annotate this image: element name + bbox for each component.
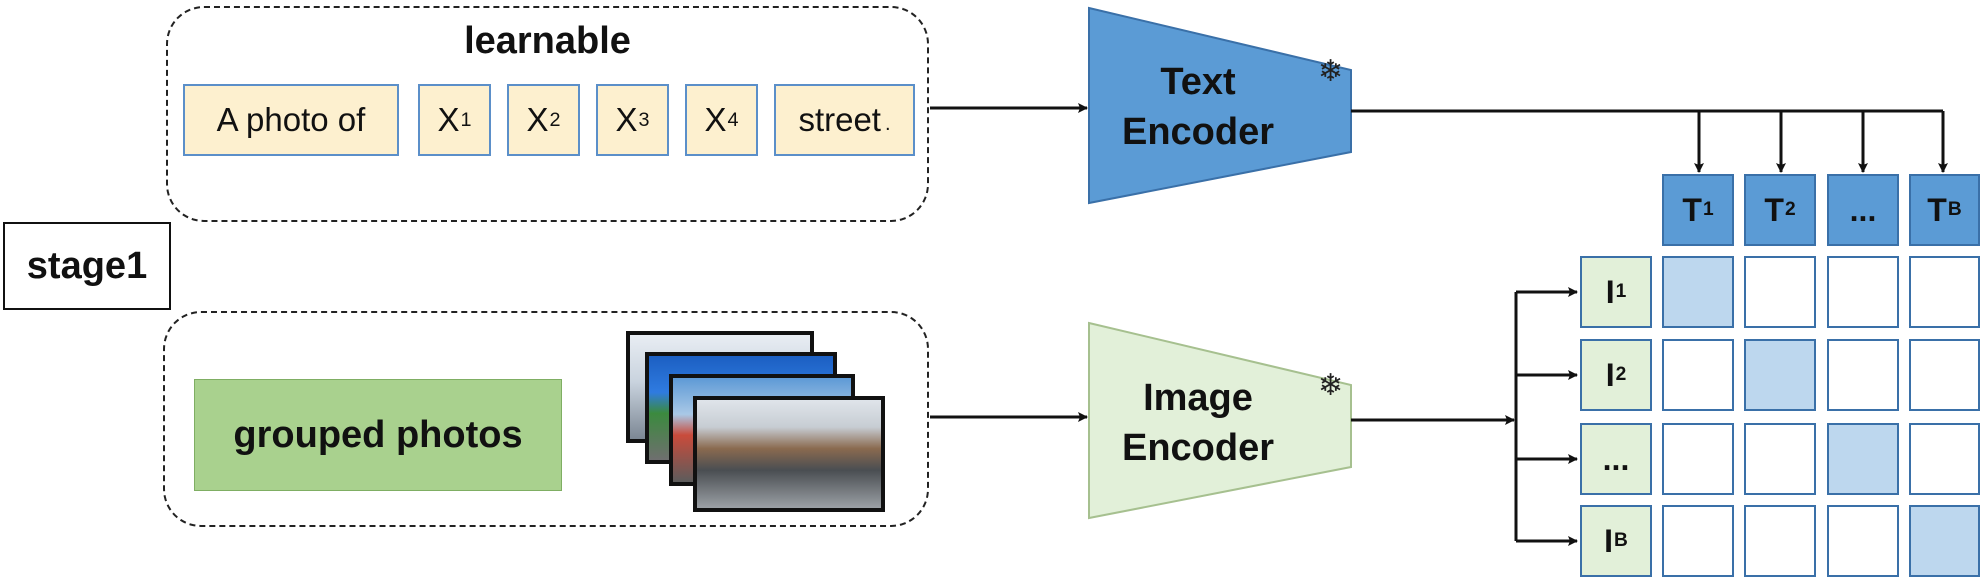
token-subscript: 2 — [549, 108, 561, 131]
token-text: X — [615, 101, 638, 138]
similarity-cell-3-3 — [1827, 423, 1899, 495]
image-encoder-shape — [1088, 321, 1352, 520]
token-text: X — [704, 101, 727, 138]
similarity-cell-2-3 — [1827, 339, 1899, 411]
text-encoder-label: Text Encoder — [1100, 57, 1296, 157]
header-text: ... — [1602, 440, 1630, 477]
text-prompt-group — [166, 6, 929, 222]
grouped-photos-label: grouped photos — [194, 379, 562, 491]
learnable-label: learnable — [464, 20, 631, 62]
similarity-cell-4-1 — [1662, 505, 1734, 577]
similarity-cell-1-3 — [1827, 256, 1899, 328]
text-encoder-shape — [1088, 6, 1352, 205]
snowflake-icon: ❄ — [1318, 369, 1344, 402]
header-subscript: 1 — [1615, 281, 1627, 302]
prompt-token-class: street. — [774, 84, 915, 156]
image-encoder-label: Image Encoder — [1100, 373, 1296, 473]
similarity-cell-2-1 — [1662, 339, 1734, 411]
token-text: A photo of — [216, 101, 366, 138]
similarity-cell-2-4 — [1909, 339, 1980, 411]
token-subscript: 1 — [460, 108, 472, 131]
similarity-cell-1-2 — [1744, 256, 1816, 328]
token-text: X — [526, 101, 549, 138]
similarity-cell-4-4 — [1909, 505, 1980, 577]
header-subscript: 1 — [1702, 199, 1714, 220]
header-text: T — [1682, 191, 1702, 228]
header-text: ... — [1849, 191, 1877, 228]
similarity-cell-3-2 — [1744, 423, 1816, 495]
text-feature-ellipsis: ... — [1827, 174, 1899, 246]
text-encoder-line2: Encoder — [1121, 111, 1275, 153]
image-group — [163, 311, 929, 527]
photo-stack-4-street-scene — [693, 396, 885, 512]
image-encoder-line1: Image — [1143, 377, 1253, 419]
header-text: T — [1927, 191, 1947, 228]
similarity-cell-3-1 — [1662, 423, 1734, 495]
token-subscript: 4 — [727, 108, 739, 131]
token-text: X — [437, 101, 460, 138]
similarity-cell-1-1 — [1662, 256, 1734, 328]
similarity-cell-1-4 — [1909, 256, 1980, 328]
similarity-cell-4-3 — [1827, 505, 1899, 577]
header-text: T — [1764, 191, 1784, 228]
header-subscript: B — [1614, 530, 1628, 551]
image-encoder-line2: Encoder — [1121, 427, 1275, 469]
snowflake-icon: ❄ — [1318, 55, 1344, 88]
header-text: I — [1604, 522, 1614, 559]
similarity-cell-4-2 — [1744, 505, 1816, 577]
header-subscript: B — [1947, 199, 1962, 220]
token-text: street — [798, 101, 881, 138]
similarity-cell-3-4 — [1909, 423, 1980, 495]
text-encoder-line1: Text — [1160, 61, 1236, 103]
similarity-cell-2-2 — [1744, 339, 1816, 411]
header-subscript: 2 — [1615, 364, 1627, 385]
token-period: . — [884, 113, 891, 135]
prompt-token-prefix: A photo of — [183, 84, 399, 156]
header-text: I — [1605, 356, 1615, 393]
image-feature-ellipsis: ... — [1580, 423, 1652, 495]
stage-label: stage1 — [3, 222, 171, 310]
header-subscript: 2 — [1784, 199, 1796, 220]
token-subscript: 3 — [638, 108, 650, 131]
header-text: I — [1605, 273, 1615, 310]
